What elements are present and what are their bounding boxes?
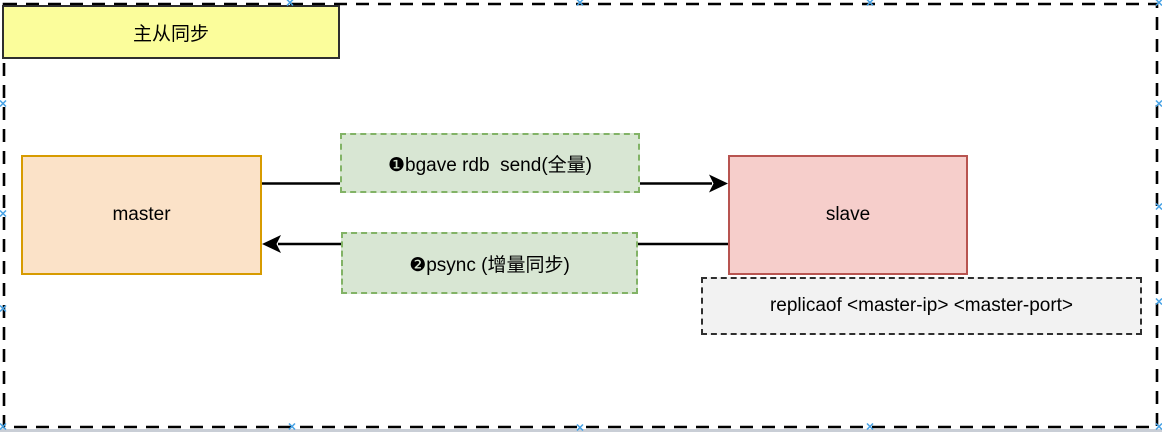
step-full-sync-label: ❶bgave rdb send(全量) [388, 154, 592, 176]
canvas-edge [0, 429, 1162, 432]
slave-label: slave [825, 204, 871, 225]
step-full-sync[interactable]: ❶bgave rdb send(全量) [340, 133, 640, 193]
diagram-boundary[interactable] [2, 2, 1159, 429]
master-label: master [112, 204, 171, 225]
title-note-label: 主从同步 [132, 23, 209, 45]
node-slave[interactable]: slave [728, 155, 968, 275]
node-master[interactable]: master [21, 155, 262, 275]
title-note[interactable]: 主从同步 [2, 5, 340, 59]
step-incremental-sync-label: ❷psync (增量同步) [409, 254, 570, 276]
replicaof-command-note[interactable]: replicaof <master-ip> <master-port> [701, 277, 1142, 335]
replicaof-command-label: replicaof <master-ip> <master-port> [769, 295, 1074, 316]
step-incremental-sync[interactable]: ❷psync (增量同步) [341, 232, 638, 294]
